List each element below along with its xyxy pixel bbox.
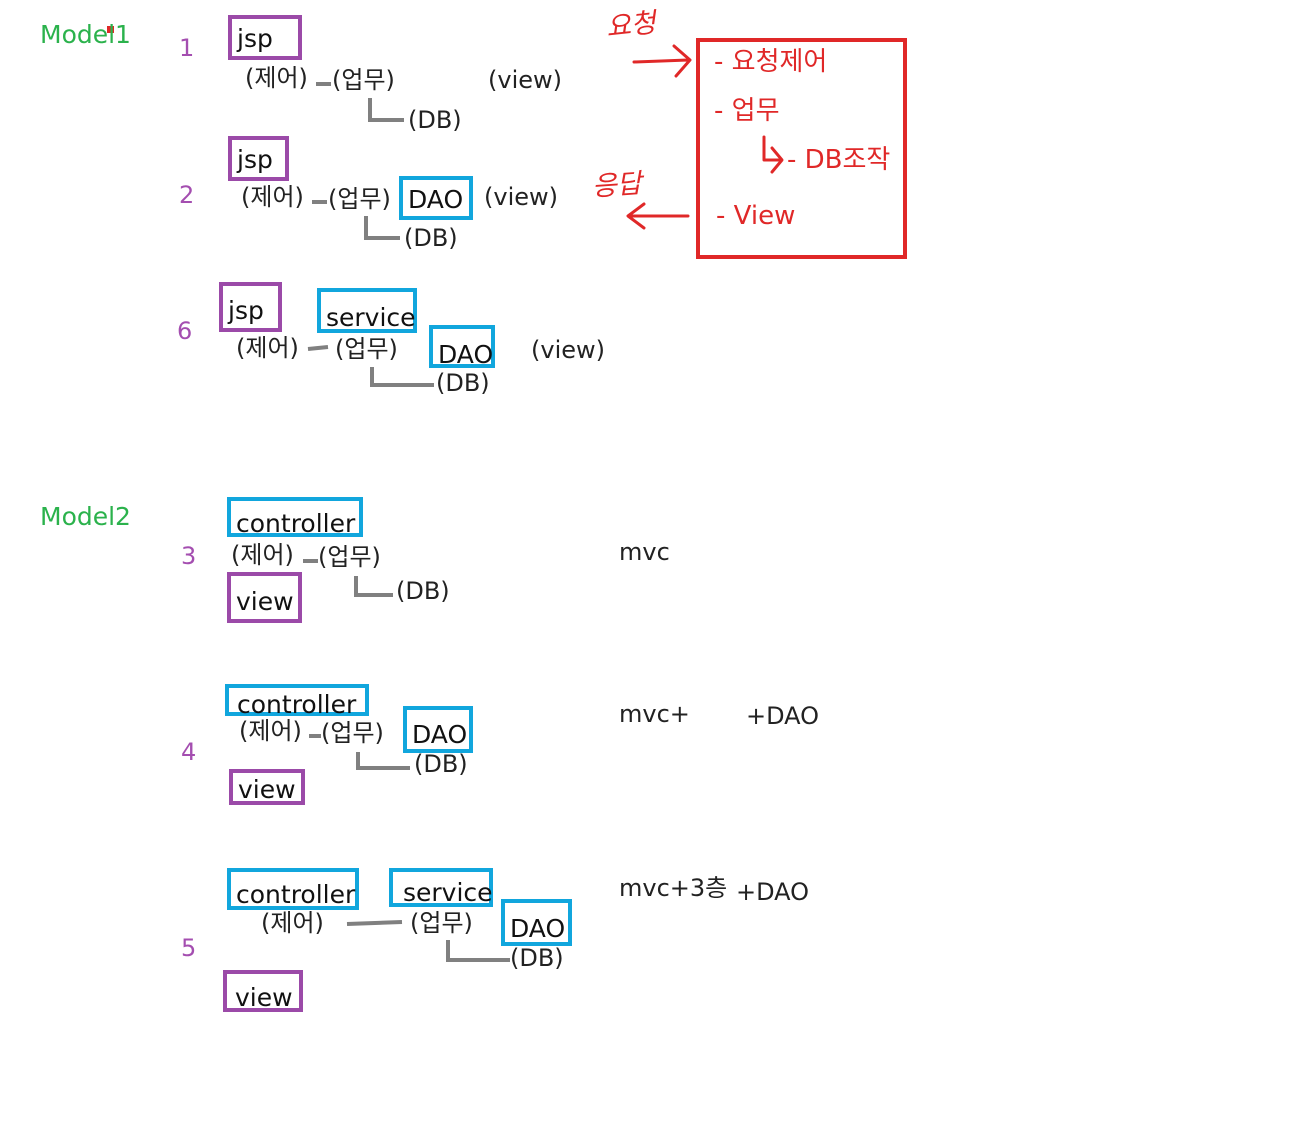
diagram-number: 2 bbox=[179, 181, 195, 209]
control-label: (제어) bbox=[236, 334, 299, 362]
panel-item-db: - DB조작 bbox=[787, 145, 891, 175]
control-label: (제어) bbox=[231, 541, 294, 569]
business-label: (업무) bbox=[335, 335, 398, 363]
business-label: (업무) bbox=[321, 719, 384, 747]
response-arrow bbox=[626, 202, 690, 230]
model1-label: Model1 bbox=[40, 20, 131, 49]
dao-box: DAO bbox=[501, 899, 572, 946]
view-box: view bbox=[223, 970, 303, 1012]
db-connector bbox=[364, 216, 400, 240]
control-label: (제어) bbox=[241, 183, 304, 211]
diagram-number: 6 bbox=[177, 317, 193, 345]
jsp-box: jsp bbox=[219, 282, 282, 332]
db-label: (DB) bbox=[414, 750, 468, 778]
dao-box: DAO bbox=[403, 706, 473, 753]
responsibility-panel bbox=[696, 38, 907, 259]
db-label: (DB) bbox=[510, 944, 564, 972]
db-connector bbox=[356, 752, 410, 770]
request-annotation: 요청 bbox=[604, 7, 658, 44]
service-box: service bbox=[317, 288, 417, 333]
db-connector bbox=[354, 576, 393, 597]
diagram-number: 5 bbox=[181, 934, 197, 962]
pattern-note: mvc+3층 bbox=[619, 874, 728, 902]
db-label: (DB) bbox=[436, 369, 490, 397]
db-label: (DB) bbox=[396, 577, 450, 605]
dao-box: DAO bbox=[429, 325, 495, 368]
jsp-box: jsp bbox=[228, 136, 289, 181]
diagram-number: 3 bbox=[181, 542, 197, 570]
view-box: view bbox=[227, 572, 302, 623]
view-label: (view) bbox=[484, 183, 558, 211]
view-box: view bbox=[229, 769, 305, 805]
pattern-note: mvc bbox=[619, 538, 670, 566]
business-label: (업무) bbox=[318, 543, 381, 571]
model2-label: Model2 bbox=[40, 502, 131, 531]
db-label: (DB) bbox=[404, 224, 458, 252]
connector-line bbox=[307, 345, 329, 351]
view-label: (view) bbox=[531, 336, 605, 364]
control-label: (제어) bbox=[239, 717, 302, 745]
pattern-note: mvc+ bbox=[619, 700, 690, 728]
request-arrow bbox=[632, 44, 692, 78]
response-annotation: 응답 bbox=[590, 168, 643, 203]
pattern-note-dao: +DAO bbox=[746, 702, 820, 730]
service-box: service bbox=[389, 868, 493, 907]
db-connector bbox=[370, 367, 434, 387]
business-label: (업무) bbox=[328, 185, 391, 213]
connector-line bbox=[346, 920, 403, 926]
db-label: (DB) bbox=[408, 106, 462, 134]
diagram-number: 1 bbox=[179, 34, 195, 62]
jsp-box: jsp bbox=[228, 15, 302, 60]
diagram-number: 4 bbox=[181, 738, 197, 766]
db-connector bbox=[368, 98, 404, 122]
controller-box: controller bbox=[225, 684, 369, 717]
controller-box: controller bbox=[227, 868, 359, 910]
control-label: (제어) bbox=[261, 909, 324, 937]
business-label: (업무) bbox=[410, 909, 473, 937]
view-label: (view) bbox=[488, 66, 562, 94]
panel-item-request-control: - 요청제어 bbox=[714, 47, 828, 77]
control-label: (제어) bbox=[245, 64, 308, 92]
red-marker bbox=[107, 26, 114, 33]
dao-box: DAO bbox=[399, 176, 473, 220]
panel-item-view: - View bbox=[716, 201, 796, 231]
db-connector bbox=[446, 940, 510, 962]
business-label: (업무) bbox=[332, 66, 395, 94]
pattern-note-dao: +DAO bbox=[736, 878, 810, 906]
sub-arrow bbox=[762, 135, 784, 174]
controller-box: controller bbox=[227, 497, 363, 537]
panel-item-business: - 업무 bbox=[714, 96, 780, 126]
